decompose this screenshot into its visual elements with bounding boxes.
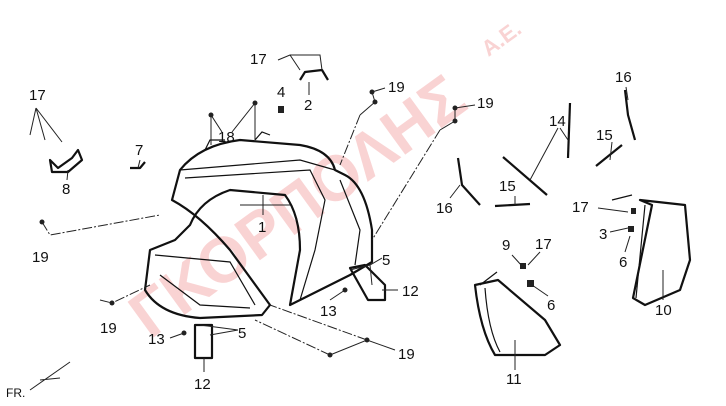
watermark: ΓΚΟΡΠΟΛΗΣ Α.Ε. [116, 16, 526, 352]
callout-19: 19 [100, 320, 117, 337]
hardware [39, 89, 636, 358]
callout-17: 17 [572, 199, 589, 216]
callout-5: 5 [382, 252, 390, 269]
callout-14: 14 [549, 113, 566, 130]
callout-6: 6 [547, 297, 555, 314]
callout-7: 7 [135, 142, 143, 159]
part-bracket-2 [299, 68, 329, 81]
callout-12: 12 [194, 376, 211, 393]
part-bracket-left [193, 323, 214, 360]
callout-19: 19 [32, 249, 49, 266]
callout-16: 16 [436, 200, 453, 217]
callout-17: 17 [250, 51, 267, 68]
callout-19: 19 [398, 346, 415, 363]
callout-2: 2 [304, 97, 312, 114]
part-strip-14b [502, 156, 548, 196]
part-strip-14a [566, 102, 572, 159]
part-bracket-right [348, 263, 387, 302]
part-bracket-8 [48, 148, 84, 174]
part-strip-15b [494, 202, 531, 208]
callout-9: 9 [502, 237, 510, 254]
callout-15: 15 [596, 127, 613, 144]
callout-17: 17 [29, 87, 46, 104]
callout-5: 5 [238, 325, 246, 342]
part-lens-10 [631, 198, 692, 307]
callout-8: 8 [62, 181, 70, 198]
watermark-suffix: Α.Ε. [477, 16, 526, 61]
callout-13: 13 [148, 331, 165, 348]
callout-11: 11 [506, 371, 522, 388]
part-nut-4 [278, 106, 284, 113]
callout-labels: 17 2 4 19 17 18 7 8 1 19 19 14 16 15 16 … [6, 51, 672, 400]
callout-19: 19 [388, 79, 405, 96]
part-strip-16b [456, 157, 481, 206]
callout-10: 10 [655, 302, 672, 319]
callout-17: 17 [535, 236, 552, 253]
callout-3: 3 [599, 226, 607, 243]
part-front-cowl [143, 131, 374, 320]
callout-6: 6 [619, 254, 627, 271]
callout-12: 12 [402, 283, 419, 300]
callout-15: 15 [499, 178, 516, 195]
callout-19: 19 [477, 95, 494, 112]
callout-4: 4 [277, 84, 285, 101]
callout-18: 18 [218, 129, 235, 146]
part-strip-15a [595, 144, 623, 167]
part-lens-11 [473, 278, 562, 357]
callout-13: 13 [320, 303, 337, 320]
callout-16: 16 [615, 69, 632, 86]
watermark-text: ΓΚΟΡΠΟΛΗΣ [116, 60, 479, 351]
leader-lines [29, 54, 664, 391]
front-direction-label: FR. [6, 386, 25, 400]
part-strip-16a [623, 89, 637, 141]
callout-1: 1 [258, 219, 266, 236]
part-clip-7 [130, 161, 146, 170]
